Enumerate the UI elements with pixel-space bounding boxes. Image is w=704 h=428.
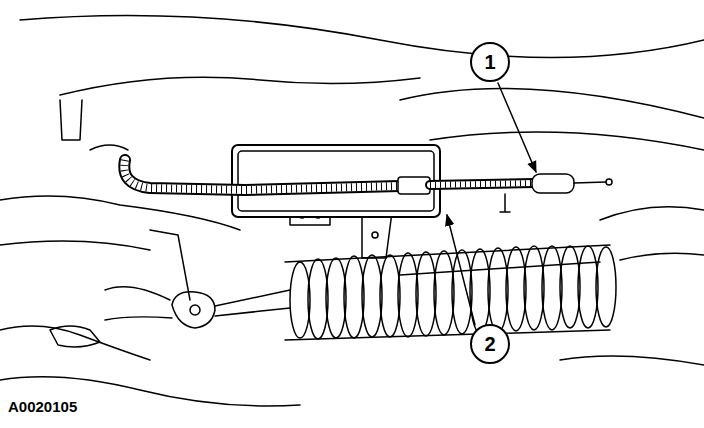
illustration-line — [50, 326, 100, 347]
illustration-line — [105, 317, 172, 320]
illustration-line — [232, 145, 440, 217]
illustration-line — [488, 248, 508, 332]
illustration-line — [500, 194, 510, 212]
illustration-line — [344, 256, 364, 338]
illustration-line — [506, 247, 526, 331]
illustration-line — [596, 247, 616, 327]
illustration-line — [0, 326, 150, 360]
illustration-line — [560, 246, 580, 328]
illustration-line — [574, 182, 606, 183]
illustration-line — [372, 232, 378, 238]
illustration-line — [124, 160, 400, 190]
illustration-line — [398, 253, 418, 337]
illustration-line — [600, 207, 704, 220]
illustration-line — [362, 255, 382, 337]
illustration-line — [498, 83, 536, 172]
illustration-line — [380, 255, 400, 337]
illustration-line — [0, 196, 240, 230]
illustration-line — [532, 174, 574, 193]
illustration-line — [452, 250, 472, 334]
illustration-line — [400, 262, 600, 275]
illustration-line — [416, 252, 436, 336]
illustration-line — [524, 246, 544, 330]
illustration-line — [430, 132, 704, 150]
illustration-line — [124, 160, 400, 190]
illustration-line — [238, 151, 434, 211]
body-contours — [0, 16, 704, 407]
illustration-line — [606, 179, 612, 185]
leader-lines — [447, 83, 536, 325]
illustration-line — [620, 253, 704, 260]
tie-rod — [50, 290, 290, 347]
illustration-line — [60, 77, 420, 95]
left-mount — [105, 230, 215, 328]
callout-number: 2 — [484, 334, 495, 354]
illustration-line — [215, 308, 290, 316]
figure-code: A0020105 — [8, 398, 77, 415]
illustration-line — [290, 262, 310, 338]
illustration-line — [578, 246, 598, 328]
illustration-line — [20, 16, 704, 58]
illustration-line — [430, 183, 534, 185]
illustration-line — [470, 249, 490, 333]
illustration-line — [124, 160, 400, 190]
steering-rack-boot — [285, 245, 616, 340]
illustration-line — [190, 305, 200, 315]
heat-shield-bracket — [232, 145, 440, 258]
illustration-line — [430, 183, 534, 185]
illustration-line — [434, 251, 454, 335]
callout-number: 1 — [484, 52, 495, 72]
illustration-line — [215, 290, 290, 306]
illustration-line — [150, 230, 190, 300]
illustration-line — [542, 246, 562, 330]
illustration-line — [400, 88, 704, 118]
illustration-line — [0, 241, 150, 250]
sensor-harness — [124, 160, 612, 212]
illustration-line — [560, 356, 704, 365]
illustration-line — [430, 183, 534, 185]
illustration-line — [362, 212, 392, 258]
illustration-line — [105, 287, 170, 300]
illustration-line — [308, 259, 328, 339]
illustration-line — [326, 258, 346, 338]
illustration-line — [172, 292, 215, 328]
illustration-line — [447, 215, 475, 325]
callout-circle: 1 — [470, 42, 510, 82]
illustration-line — [60, 100, 82, 140]
callout-circle: 2 — [470, 324, 510, 364]
illustration-line — [90, 145, 128, 150]
